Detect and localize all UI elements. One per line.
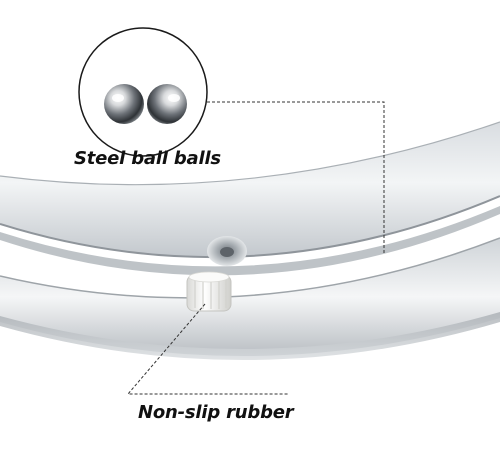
steel-ball-callout [78, 27, 208, 157]
rubber-foot-icon [186, 271, 232, 312]
screw-hole-icon [207, 236, 247, 266]
leader-lines [126, 101, 385, 395]
steel-ball-icon [147, 84, 187, 124]
top-ring [0, 121, 500, 276]
steel-ball-icon [104, 84, 144, 124]
steel-ball-leader-line [207, 101, 385, 254]
rubber-label: Non-slip rubber [138, 402, 294, 423]
rubber-leader-line [126, 303, 288, 395]
base-ring [0, 237, 500, 361]
steel-ball-label: Steel ball balls [74, 148, 221, 169]
